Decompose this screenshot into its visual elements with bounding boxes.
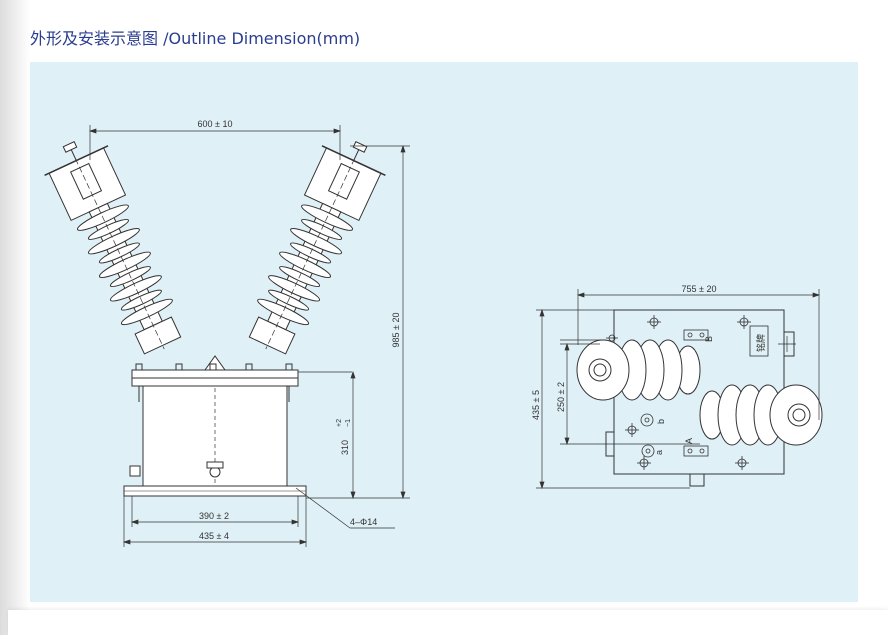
nameplate <box>749 325 769 357</box>
dim-mount-holes-label: 4–Φ14 <box>350 517 377 527</box>
dim-base-width-label: 435 ± 4 <box>199 531 229 541</box>
tank-body <box>129 385 288 487</box>
dim-top-view-depth-label: 435 ± 5 <box>531 390 541 420</box>
dim-mount-spacing-label: 390 ± 2 <box>199 511 229 521</box>
dim-height-base <box>350 370 356 500</box>
dim-top-width <box>88 125 342 160</box>
dim-height-base-value: 310 <box>340 440 350 455</box>
center-bracket <box>204 355 226 371</box>
dim-bushing-spacing <box>560 342 700 446</box>
right-insulator <box>248 141 386 355</box>
mounting-hole-marks <box>606 315 751 470</box>
left-edge-shade <box>0 0 30 635</box>
base-plate <box>123 485 395 529</box>
dim-top-view-width-label: 755 ± 20 <box>682 284 717 294</box>
outline-drawing: 600 ± 10 985 ± 20 310 +2 −1 <box>44 119 823 547</box>
dim-height-total <box>306 144 410 500</box>
page-title: 外形及安装示意图 /Outline Dimension(mm) <box>30 29 361 48</box>
dim-base-width <box>122 496 308 547</box>
top-view: B A b a 铭牌 <box>531 284 823 490</box>
terminal-a-lower-label: a <box>654 450 664 455</box>
top-view-tab-bottom <box>689 473 705 487</box>
terminal-b-lower-label: b <box>656 419 666 424</box>
left-insulator <box>44 141 182 355</box>
dim-bushing-spacing-label: 250 ± 2 <box>556 382 566 412</box>
dim-height-base-tol-plus: +2 <box>336 419 343 427</box>
terminal-upper <box>683 329 709 341</box>
terminal-a-upper-label: A <box>684 438 694 444</box>
dim-height-base-tol-minus: −1 <box>345 419 352 427</box>
dim-top-view-depth <box>536 308 690 490</box>
dim-mount-spacing <box>130 496 300 527</box>
bushing-upper <box>560 339 701 401</box>
front-view: 600 ± 10 985 ± 20 310 +2 −1 <box>44 119 410 547</box>
terminal-lower <box>683 445 709 457</box>
dim-height-base-label: 310 +2 −1 <box>336 419 352 455</box>
nameplate-label: 铭牌 <box>755 334 766 352</box>
terminal-b-upper-label: B <box>704 336 714 342</box>
dim-top-view-width <box>576 289 821 420</box>
secondary-terminals <box>640 413 655 458</box>
dim-height-total-label: 985 ± 20 <box>391 313 401 348</box>
bushing-lower <box>699 384 823 446</box>
footer-card <box>8 610 888 635</box>
dim-top-width-label: 600 ± 10 <box>198 119 233 129</box>
drawing-panel: 600 ± 10 985 ± 20 310 +2 −1 <box>30 62 858 602</box>
